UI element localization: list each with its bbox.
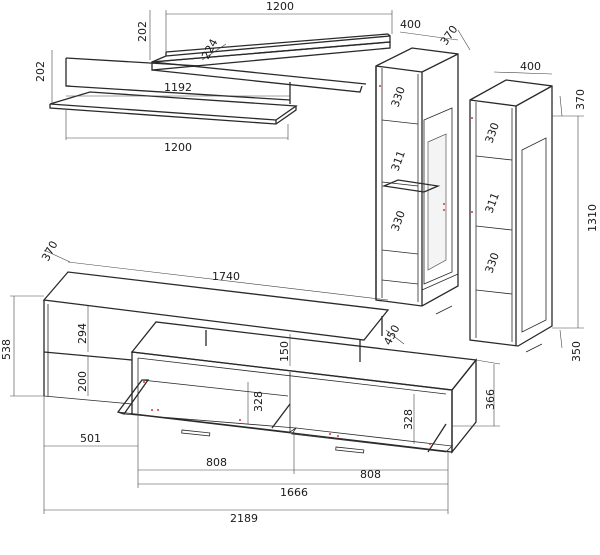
label-shelf-top-depth: 224 [199, 37, 220, 62]
label-tv-door2-width: 808 [360, 468, 381, 481]
label-tv-lower-width: 1666 [280, 486, 308, 499]
label-cabinet-right-shelf1: 330 [483, 121, 502, 145]
label-shelf-low-height: 202 [34, 61, 47, 82]
label-cabinet-left-shelf3: 330 [389, 209, 408, 233]
label-tv-niche: 150 [278, 341, 291, 362]
label-tv-left-lower: 200 [76, 371, 89, 392]
label-cabinet-left-shelf2: 311 [389, 149, 408, 173]
label-cabinet-right-bottom: 350 [570, 341, 583, 362]
label-tv-left-depth: 370 [39, 239, 60, 264]
display-cabinet-left [375, 47, 459, 315]
label-tv-comp2-height: 328 [402, 409, 415, 430]
display-cabinet-right [469, 79, 553, 353]
label-cabinet-left-width: 400 [400, 18, 421, 31]
label-overall-width: 2189 [230, 512, 258, 525]
label-tv-door1-width: 808 [206, 456, 227, 469]
label-tv-comp1-height: 328 [252, 391, 265, 412]
label-tv-top-width: 1740 [212, 270, 240, 283]
label-tv-left-height: 538 [0, 339, 13, 360]
label-cabinet-right-shelf2: 311 [483, 191, 502, 215]
label-shelf-top-height: 202 [136, 21, 149, 42]
label-shelf-inner-width: 1192 [164, 81, 192, 94]
label-cabinet-left-depth: 370 [438, 23, 461, 48]
label-tv-left-upper: 294 [76, 323, 89, 344]
label-tv-left-module-width: 501 [80, 432, 101, 445]
left-wall-shelf [49, 57, 298, 125]
label-shelf-top-width: 1200 [266, 0, 294, 13]
dimension-lines [10, 10, 584, 514]
label-tv-right-height: 366 [484, 389, 497, 410]
label-cabinet-left-shelf1: 330 [389, 85, 408, 109]
label-cabinet-right-shelf3: 330 [483, 251, 502, 275]
label-shelf-low-width: 1200 [164, 141, 192, 154]
label-cabinet-right-depth: 370 [574, 89, 587, 110]
label-cabinet-right-width: 400 [520, 60, 541, 73]
label-tv-right-depth: 450 [381, 323, 402, 348]
label-cabinet-right-height: 1310 [586, 204, 599, 232]
